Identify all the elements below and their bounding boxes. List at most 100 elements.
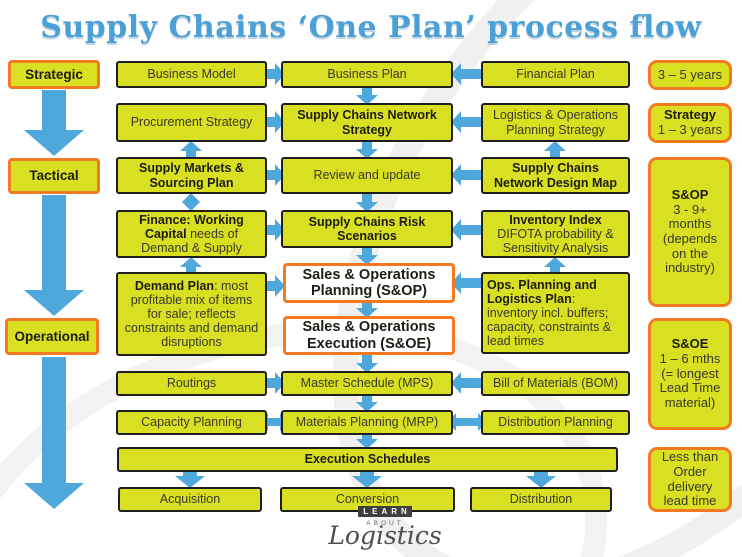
box-label: Review and update <box>313 168 421 183</box>
box-label: Financial Plan <box>516 67 595 82</box>
logo-learn-text: LEARN <box>358 506 412 517</box>
arrow-supply-markets-to-procurement <box>180 141 202 158</box>
arrow-demand-plan-to-finance <box>180 257 202 273</box>
box-supply-chains-risk-scenarios: Supply Chains Risk Scenarios <box>281 210 453 248</box>
timeline-title: S&OE <box>671 336 709 352</box>
arrow-finance-to-risk-scenarios <box>263 219 285 241</box>
box-distribution: Distribution <box>470 487 612 512</box>
box-sales-operations-execution: Sales & Operations Execution (S&OE) <box>283 316 455 355</box>
timeline-label: 1 – 3 years <box>657 122 723 137</box>
box-label: Bill of Materials (BOM) <box>492 376 619 391</box>
box-review-and-update: Review and update <box>281 157 453 194</box>
box-sales-operations-planning: Sales & Operations Planning (S&OP) <box>283 263 455 303</box>
arrow-business-plan-to-network-strategy <box>356 87 378 105</box>
box-label: Supply Chains Risk Scenarios <box>308 214 426 243</box>
arrow-logistics-planning-to-network-strategy <box>451 111 483 133</box>
box-finance-working-capital: Finance: Working Capital needs of Demand… <box>116 210 267 258</box>
box-execution-schedules: Execution Schedules <box>117 447 618 472</box>
stage-strategic: Strategic <box>8 60 100 89</box>
arrow-supply-markets-to-review <box>263 164 285 186</box>
box-demand-plan: Demand Plan: most profitable mix of item… <box>116 272 267 356</box>
arrow-supply-markets-finance-duplex <box>182 193 200 211</box>
arrow-operational-down <box>24 357 84 509</box>
logo-about-text: ABOUT <box>366 520 404 527</box>
timeline-title: Strategy <box>663 107 717 123</box>
box-label: Procurement Strategy <box>130 115 253 130</box>
arrow-soe-to-mps <box>356 354 378 373</box>
arrow-execution-to-acquisition <box>175 471 205 488</box>
box-financial-plan: Financial Plan <box>481 61 630 88</box>
box-label: Materials Planning (MRP) <box>295 415 439 430</box>
arrow-mrp-distribution-duplex <box>447 413 487 431</box>
stage-label: Tactical <box>29 168 79 184</box>
page-title: Supply Chains ‘One Plan’ process flow <box>40 10 702 45</box>
box-label: Ops. Planning and Logistics Plan: invent… <box>487 277 612 349</box>
arrow-business-model-to-business-plan <box>263 63 285 85</box>
box-routings: Routings <box>116 371 267 396</box>
box-label: Supply Markets & Sourcing Plan <box>139 161 244 190</box>
arrow-procurement-to-network-strategy <box>263 111 285 133</box>
box-label: Business Plan <box>327 67 407 82</box>
timeline-label: Less than Order delivery lead time <box>661 449 719 509</box>
box-label: Demand Plan: most profitable mix of item… <box>124 278 259 350</box>
box-distribution-planning: Distribution Planning <box>481 410 630 435</box>
arrow-demand-plan-to-sop <box>263 275 285 297</box>
box-materials-planning-mrp: Materials Planning (MRP) <box>281 410 453 435</box>
box-capacity-planning: Capacity Planning <box>116 410 267 435</box>
arrow-sop-to-soe <box>356 302 378 318</box>
box-label: Master Schedule (MPS) <box>300 376 434 391</box>
arrow-review-to-risk <box>356 193 378 212</box>
box-label: Finance: Working Capital needs of Demand… <box>139 212 244 256</box>
arrow-risk-to-sop <box>356 247 378 265</box>
box-label: Distribution Planning <box>498 415 613 430</box>
arrow-ops-plan-to-sop <box>451 272 483 294</box>
box-label: Sales & Operations Execution (S&OE) <box>302 319 436 352</box>
logo-logistics-text: Logistics <box>328 521 442 550</box>
arrow-inventory-index-to-risk-scenarios <box>451 219 483 241</box>
box-logistics-operations-planning-strategy: Logistics & Operations Planning Strategy <box>481 103 630 142</box>
timeline-3-5-years: 3 – 5 years <box>648 60 732 90</box>
learn-about-logistics-logo: LEARN ABOUT Logistics <box>305 501 465 548</box>
arrow-design-map-to-logistics-planning <box>544 141 566 158</box>
box-supply-chains-network-strategy: Supply Chains Network Strategy <box>281 103 453 142</box>
box-label: Capacity Planning <box>141 415 242 430</box>
box-label: Supply Chains Network Strategy <box>297 108 437 137</box>
arrow-mps-to-mrp <box>356 395 378 412</box>
box-label: Acquisition <box>159 492 221 507</box>
box-supply-chains-network-design-map: Supply Chains Network Design Map <box>481 157 630 194</box>
box-label: Routings <box>166 376 217 391</box>
stage-label: Operational <box>14 328 90 344</box>
box-label: Sales & Operations Planning (S&OP) <box>302 266 436 299</box>
box-label: Supply Chains Network Design Map <box>494 161 617 190</box>
arrow-design-map-to-review <box>451 164 483 186</box>
arrow-bom-to-mps <box>451 372 483 394</box>
arrow-tactical-to-operational <box>24 195 84 316</box>
box-procurement-strategy: Procurement Strategy <box>116 103 267 142</box>
box-label: Logistics & Operations Planning Strategy <box>492 108 619 137</box>
box-business-model: Business Model <box>116 61 267 88</box>
timeline-label: 3 - 9+ months (depends on the industry) <box>662 201 718 276</box>
box-label: Execution Schedules <box>304 452 431 467</box>
timeline-label: 3 – 5 years <box>657 66 723 82</box>
arrow-network-strategy-to-review <box>356 141 378 159</box>
arrow-ops-plan-to-inventory-index <box>544 257 566 273</box>
box-label: Conversion <box>335 492 400 507</box>
arrow-strategic-to-tactical <box>24 90 84 156</box>
box-business-plan: Business Plan <box>281 61 453 88</box>
box-ops-planning-logistics-plan: Ops. Planning and Logistics Plan: invent… <box>481 272 630 354</box>
box-acquisition: Acquisition <box>118 487 262 512</box>
arrow-routings-to-mps <box>263 372 285 394</box>
box-label: Distribution <box>509 492 573 507</box>
box-master-schedule-mps: Master Schedule (MPS) <box>281 371 453 396</box>
arrow-financial-plan-to-business-plan <box>451 63 483 85</box>
arrow-mrp-to-execution <box>356 434 378 449</box>
timeline-title: S&OP <box>671 186 709 202</box>
arrow-execution-to-distribution <box>526 471 556 488</box>
box-bill-of-materials-bom: Bill of Materials (BOM) <box>481 371 630 396</box>
